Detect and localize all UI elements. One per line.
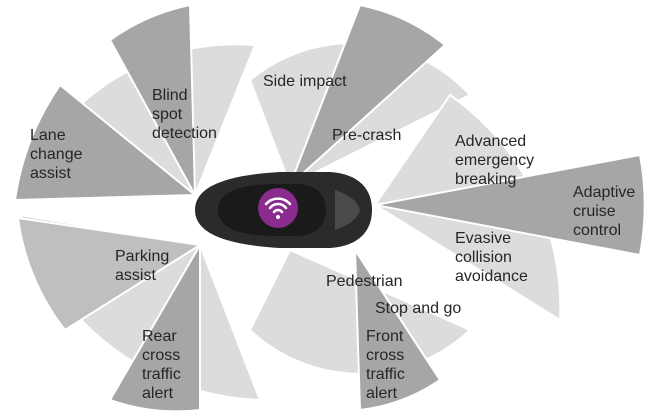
wifi-icon <box>258 188 298 228</box>
zone-pre-crash-dark <box>289 3 447 186</box>
label-lane-change: Lane change assist <box>30 127 87 182</box>
label-evasive: Evasive collision avoidance <box>455 230 528 285</box>
label-line: Stop and go <box>375 300 461 317</box>
label-line: Front <box>366 328 404 345</box>
label-line: Lane <box>30 127 66 144</box>
label-line: emergency <box>455 152 534 169</box>
label-rear-cross: Rear cross traffic alert <box>142 328 185 402</box>
label-pre-crash: Pre-crash <box>332 127 401 144</box>
label-line: Evasive <box>455 230 511 247</box>
label-side-impact: Side impact <box>263 73 347 90</box>
label-line: Advanced <box>455 133 526 150</box>
label-line: traffic <box>366 366 405 383</box>
label-line: collision <box>455 249 512 266</box>
label-line: Parking <box>115 248 169 265</box>
label-line: Pedestrian <box>326 273 403 290</box>
label-line: avoidance <box>455 268 528 285</box>
label-line: Adaptive <box>573 184 635 201</box>
label-line: alert <box>142 385 174 402</box>
label-line: assist <box>115 267 156 284</box>
label-line: Side impact <box>263 73 347 90</box>
label-line: Blind <box>152 87 188 104</box>
label-blind-spot: Blind spot detection <box>152 87 217 142</box>
zone-adaptive-cruise-dark <box>374 153 646 257</box>
label-line: traffic <box>142 366 181 383</box>
zone-blind-spot-dark <box>108 3 196 196</box>
zone-rear-cross-dark <box>108 241 201 413</box>
label-front-cross: Front cross traffic alert <box>366 328 409 402</box>
label-line: cross <box>366 347 404 364</box>
label-advanced-braking: Advanced emergency breaking <box>455 133 539 188</box>
label-stop-go: Stop and go <box>375 300 461 317</box>
label-line: change <box>30 146 83 163</box>
label-line: assist <box>30 165 71 182</box>
label-line: breaking <box>455 171 516 188</box>
label-line: Rear <box>142 328 177 345</box>
label-line: alert <box>366 385 398 402</box>
label-parking: Parking assist <box>115 248 174 284</box>
label-line: cross <box>142 347 180 364</box>
label-line: control <box>573 222 621 239</box>
label-line: detection <box>152 125 217 142</box>
label-pedestrian: Pedestrian <box>326 273 403 290</box>
zone-lane-change-dark <box>13 83 198 202</box>
label-line: Pre-crash <box>332 127 401 144</box>
label-adaptive-cruise: Adaptive cruise control <box>573 184 640 239</box>
label-line: cruise <box>573 203 616 220</box>
zone-front-cross-dark <box>353 246 442 412</box>
zone-parking-dark <box>16 216 203 332</box>
label-line: spot <box>152 106 183 123</box>
